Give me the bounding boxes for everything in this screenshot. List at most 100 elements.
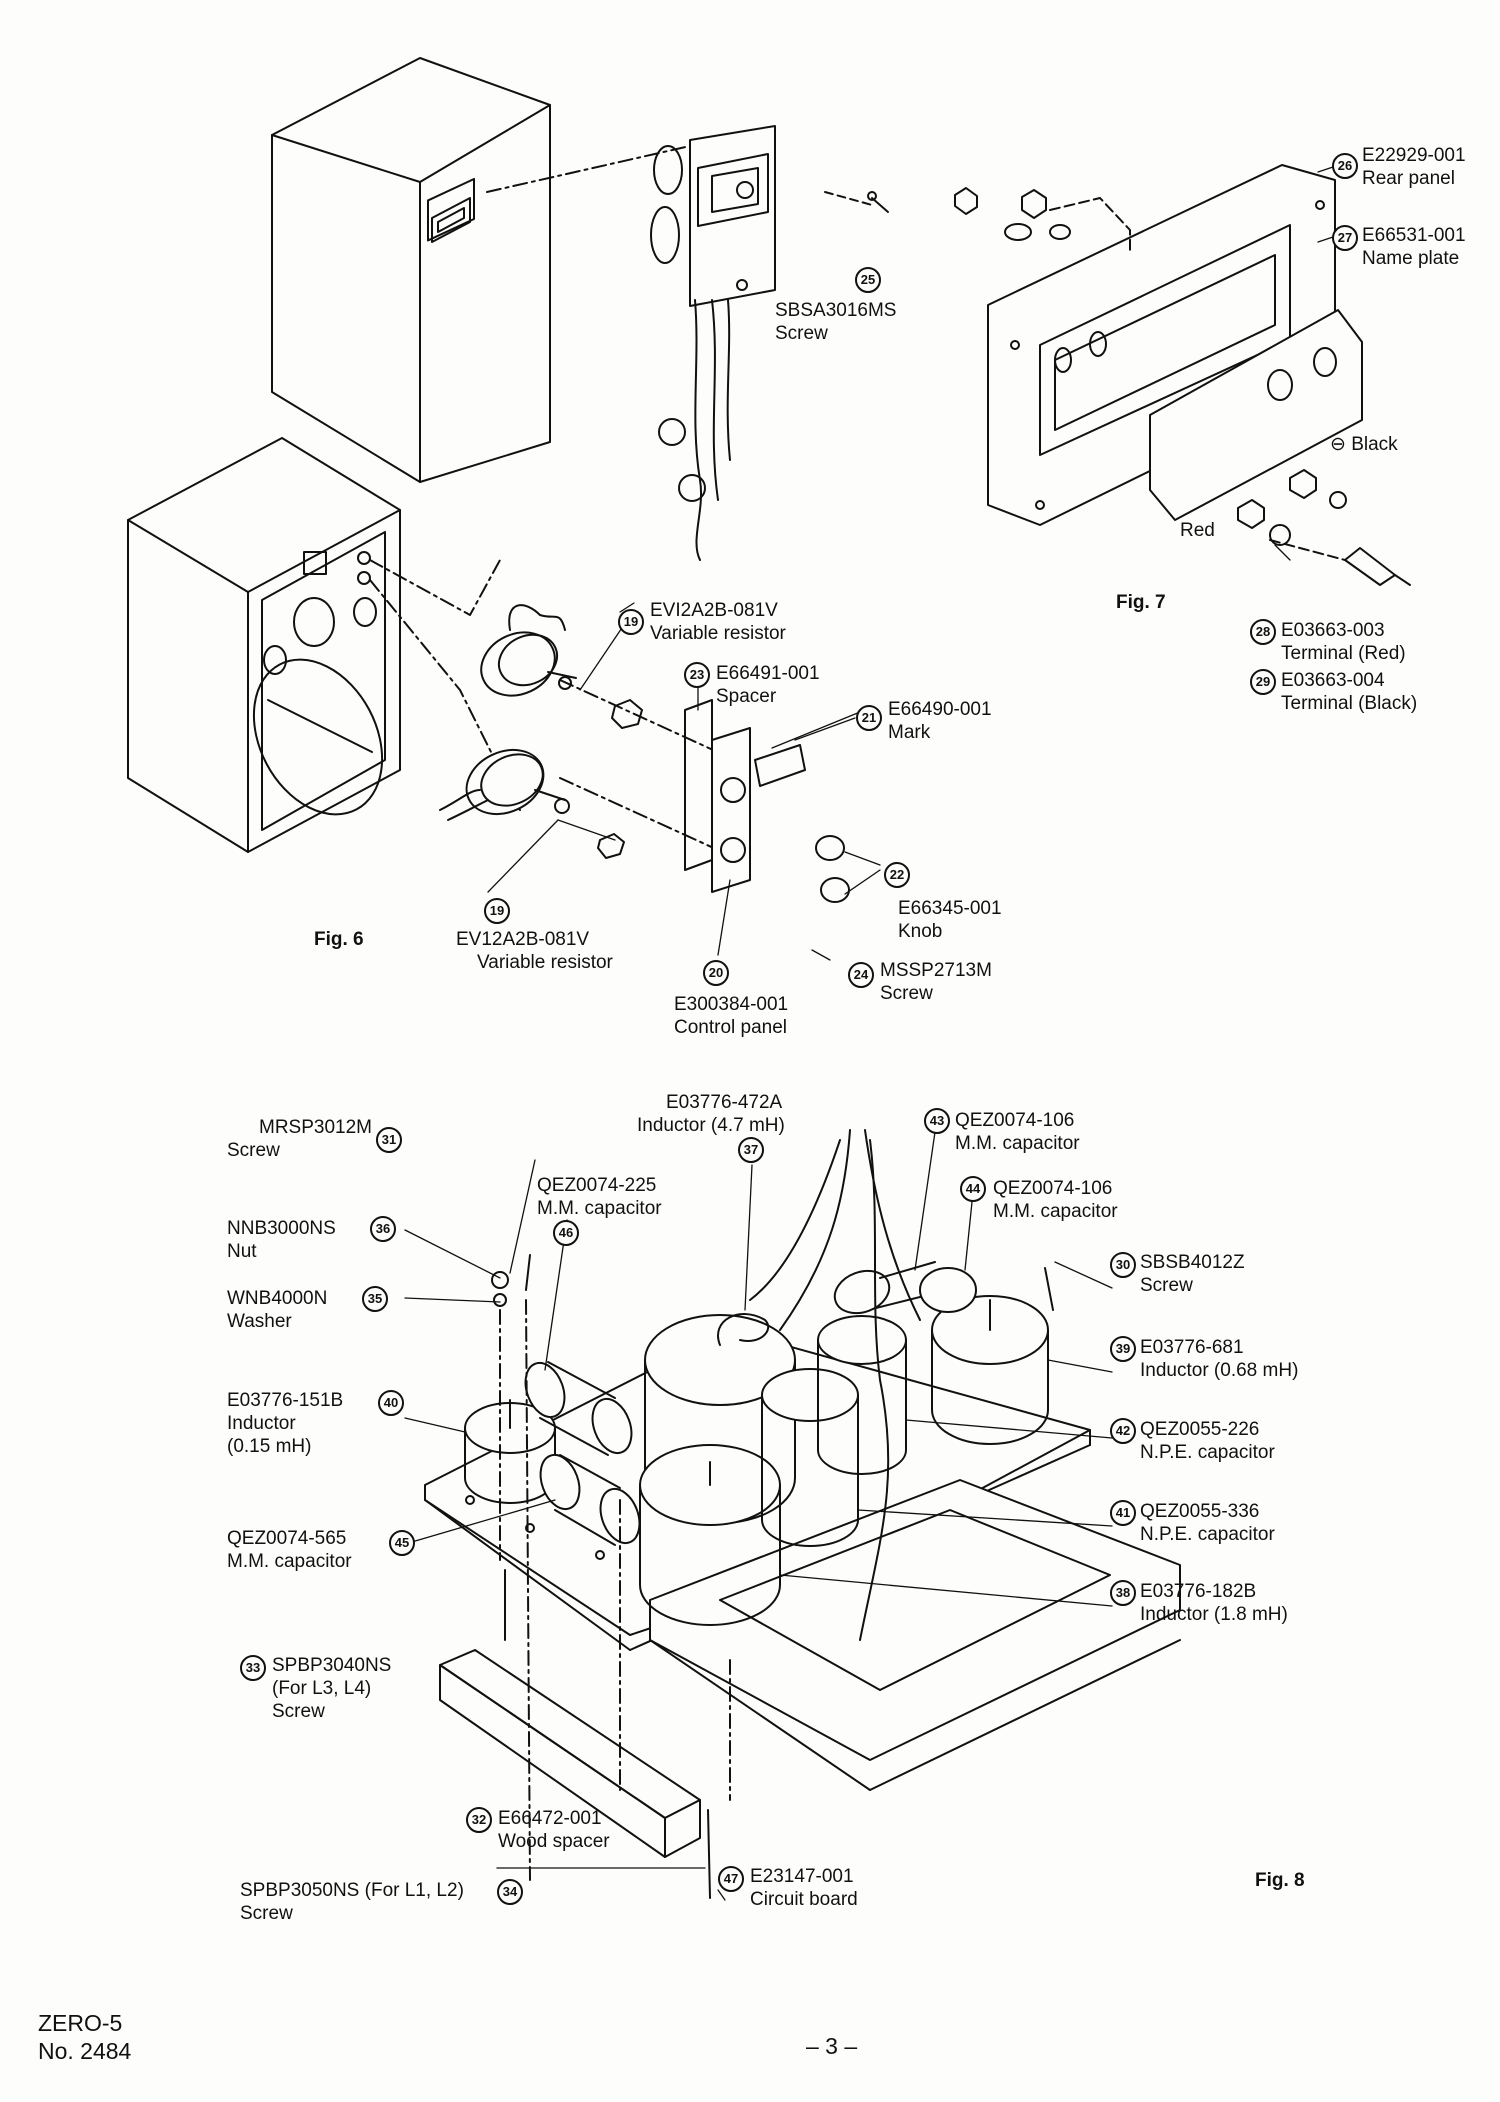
black-text: Black — [1351, 434, 1398, 455]
callout-31: 31 — [376, 1127, 402, 1153]
leader-lines — [405, 166, 1336, 1900]
fig7-caption: Fig. 7 — [1116, 592, 1166, 613]
part-29-code: E03663-004 — [1281, 670, 1385, 691]
callout-42: 42 — [1110, 1418, 1136, 1444]
knob-22 — [816, 836, 849, 902]
part-37-code: E03776-472A — [666, 1092, 783, 1113]
callout-19-lower: 19 — [484, 898, 510, 924]
variable-resistor-upper — [471, 605, 642, 728]
part-24-code: MSSP2713M — [880, 960, 992, 981]
callout-35: 35 — [362, 1286, 388, 1312]
callout-27: 27 — [1332, 225, 1358, 251]
part-19-lower-code: EV12A2B-081V — [456, 929, 590, 950]
part-19-lower-name: Variable resistor — [477, 952, 613, 973]
part-27-code: E66531-001 — [1362, 225, 1466, 246]
callout-41: 41 — [1110, 1500, 1136, 1526]
callout-40: 40 — [378, 1390, 404, 1416]
capacitor-45 — [534, 1450, 647, 1549]
part-32-code: E66472-001 — [498, 1808, 602, 1829]
wiring-harness — [750, 1130, 920, 1640]
dash-lines-fig8 — [500, 1300, 730, 1880]
part-44-name: M.M. capacitor — [993, 1201, 1118, 1222]
part-31-code: MRSP3012M — [259, 1117, 372, 1138]
part-28-code: E03663-003 — [1281, 620, 1385, 641]
part-26-name: Rear panel — [1362, 168, 1455, 189]
terminal-hardware-fig7 — [955, 188, 1410, 585]
callout-33: 33 — [240, 1655, 266, 1681]
footer-doc-number: No. 2484 — [38, 2038, 132, 2064]
part-37-name: Inductor (4.7 mH) — [637, 1115, 785, 1136]
control-panel — [685, 700, 805, 892]
name-plate — [1150, 310, 1362, 520]
callout-36: 36 — [370, 1216, 396, 1242]
part-34-name: Screw — [240, 1903, 293, 1924]
variable-resistor-lower — [440, 738, 624, 858]
capacitor-44 — [920, 1268, 976, 1312]
part-28-name: Terminal (Red) — [1281, 643, 1406, 664]
part-40-code: E03776-151B — [227, 1390, 344, 1411]
callout-34: 34 — [497, 1879, 523, 1905]
part-39-code: E03776-681 — [1140, 1337, 1244, 1358]
callout-22: 22 — [884, 862, 910, 888]
part-39-name: Inductor (0.68 mH) — [1140, 1360, 1299, 1381]
part-23-code: E66491-001 — [716, 663, 820, 684]
part-42-code: QEZ0055-226 — [1140, 1419, 1260, 1440]
callout-26: 26 — [1332, 153, 1358, 179]
part-44-code: QEZ0074-106 — [993, 1178, 1113, 1199]
part-25-name: Screw — [775, 323, 828, 344]
part-31-name: Screw — [227, 1140, 280, 1161]
part-45-code: QEZ0074-565 — [227, 1528, 347, 1549]
callout-45: 45 — [389, 1530, 415, 1556]
rear-terminal-board — [651, 126, 775, 560]
part-45-name: M.M. capacitor — [227, 1551, 352, 1572]
callout-39: 39 — [1110, 1336, 1136, 1362]
callout-47: 47 — [718, 1866, 744, 1892]
part-35-code: WNB4000N — [227, 1288, 328, 1309]
part-43-name: M.M. capacitor — [955, 1133, 1080, 1154]
part-43-code: QEZ0074-106 — [955, 1110, 1075, 1131]
part-32-name: Wood spacer — [498, 1831, 610, 1852]
callout-44: 44 — [960, 1176, 986, 1202]
rear-panel — [988, 165, 1335, 525]
capacitor-41 — [762, 1369, 858, 1546]
part-22-name: Knob — [898, 921, 943, 942]
part-46-code: QEZ0074-225 — [537, 1175, 657, 1196]
part-46-name: M.M. capacitor — [537, 1198, 662, 1219]
part-33-code: SPBP3040NS — [272, 1655, 392, 1676]
part-47-code: E23147-001 — [750, 1866, 854, 1887]
part-19-upper-code: EVI2A2B-081V — [650, 600, 778, 621]
callout-25: 25 — [855, 267, 881, 293]
part-19-upper-name: Variable resistor — [650, 623, 786, 644]
part-40-name: Inductor — [227, 1413, 296, 1434]
callout-29: 29 — [1250, 669, 1276, 695]
part-22-code: E66345-001 — [898, 898, 1002, 919]
capacitor-42 — [818, 1316, 906, 1474]
fig8-caption: Fig. 8 — [1255, 1870, 1305, 1891]
capacitor-46 — [519, 1358, 639, 1459]
part-29-name: Terminal (Black) — [1281, 693, 1418, 714]
base-plate — [650, 1480, 1180, 1790]
small-knobs — [659, 419, 705, 501]
part-42-name: N.P.E. capacitor — [1140, 1442, 1275, 1463]
callout-24: 24 — [848, 962, 874, 988]
part-26-code: E22929-001 — [1362, 145, 1466, 166]
part-24-name: Screw — [880, 983, 933, 1004]
part-38-name: Inductor (1.8 mH) — [1140, 1604, 1288, 1625]
part-25-code: SBSA3016MS — [775, 300, 897, 321]
part-23-name: Spacer — [716, 686, 777, 707]
callout-21: 21 — [856, 705, 882, 731]
callout-20: 20 — [703, 960, 729, 986]
part-38-code: E03776-182B — [1140, 1581, 1257, 1602]
terminal-black-label: ⊖ Black — [1330, 434, 1398, 455]
cabinet-rear-view — [272, 58, 550, 482]
fasteners-fig8 — [492, 1255, 1053, 1898]
fig6-caption: Fig. 6 — [314, 929, 364, 950]
part-41-code: QEZ0055-336 — [1140, 1501, 1260, 1522]
callout-32: 32 — [466, 1807, 492, 1833]
callout-37: 37 — [738, 1137, 764, 1163]
part-40-note: (0.15 mH) — [227, 1436, 312, 1457]
part-33-name: Screw — [272, 1701, 325, 1722]
part-47-name: Circuit board — [750, 1889, 858, 1910]
